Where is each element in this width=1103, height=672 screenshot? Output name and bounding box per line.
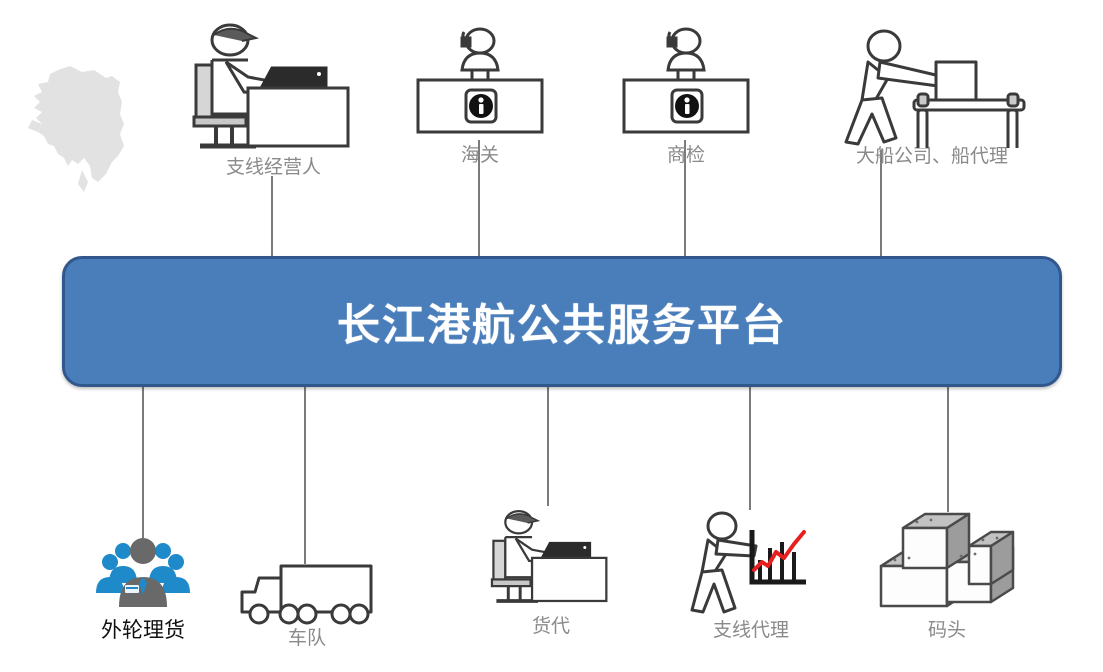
node-label-inspection: 商检 bbox=[666, 144, 705, 166]
node-label-shipping-company: 大船公司、船代理 bbox=[855, 145, 1008, 167]
info-counter-icon bbox=[618, 24, 754, 144]
node-label-tally: 外轮理货 bbox=[101, 618, 185, 642]
node-label-truck-fleet: 车队 bbox=[287, 627, 326, 649]
node-label-feeder-agent: 支线代理 bbox=[712, 619, 789, 641]
node-label-customs: 海关 bbox=[460, 144, 499, 166]
person-with-chart-icon bbox=[690, 508, 812, 623]
connector-freight-agent bbox=[547, 386, 549, 506]
node-label-wharf: 码头 bbox=[927, 619, 966, 641]
connector-inspection bbox=[684, 140, 686, 258]
connector-customs bbox=[478, 140, 480, 258]
node-feeder-agent[interactable]: 支线代理 bbox=[690, 508, 812, 640]
person-pushing-cargo-icon bbox=[832, 26, 1032, 154]
node-label-feeder-operator: 支线经营人 bbox=[225, 156, 321, 178]
node-label-freight-agent: 货代 bbox=[531, 615, 570, 637]
node-tally[interactable]: 外轮理货 bbox=[93, 537, 193, 641]
connector-shipping-company bbox=[880, 150, 882, 258]
node-truck-fleet[interactable]: 车队 bbox=[237, 562, 377, 648]
connector-feeder-agent bbox=[749, 386, 751, 510]
person-at-desk-icon bbox=[186, 22, 361, 162]
node-freight-agent[interactable]: 货代 bbox=[486, 504, 616, 636]
people-group-icon bbox=[93, 537, 193, 616]
region-map-watermark bbox=[28, 66, 124, 192]
connector-truck-fleet bbox=[304, 386, 306, 564]
node-inspection[interactable]: 商检 bbox=[618, 24, 754, 165]
node-feeder-operator[interactable]: 支线经营人 bbox=[186, 22, 361, 177]
connector-tally bbox=[142, 386, 144, 541]
person-at-desk-icon bbox=[486, 504, 616, 619]
truck-icon bbox=[237, 562, 377, 635]
node-wharf[interactable]: 码头 bbox=[873, 510, 1021, 640]
central-platform-box[interactable]: 长江港航公共服务平台 bbox=[62, 256, 1062, 387]
connector-wharf bbox=[947, 386, 949, 512]
platform-title: 长江港航公共服务平台 bbox=[337, 300, 787, 351]
node-shipping-company[interactable]: 大船公司、船代理 bbox=[832, 26, 1032, 166]
info-counter-icon bbox=[412, 24, 548, 144]
stacked-boxes-icon bbox=[873, 510, 1021, 625]
connector-feeder-operator bbox=[271, 176, 273, 258]
node-customs[interactable]: 海关 bbox=[412, 24, 548, 165]
